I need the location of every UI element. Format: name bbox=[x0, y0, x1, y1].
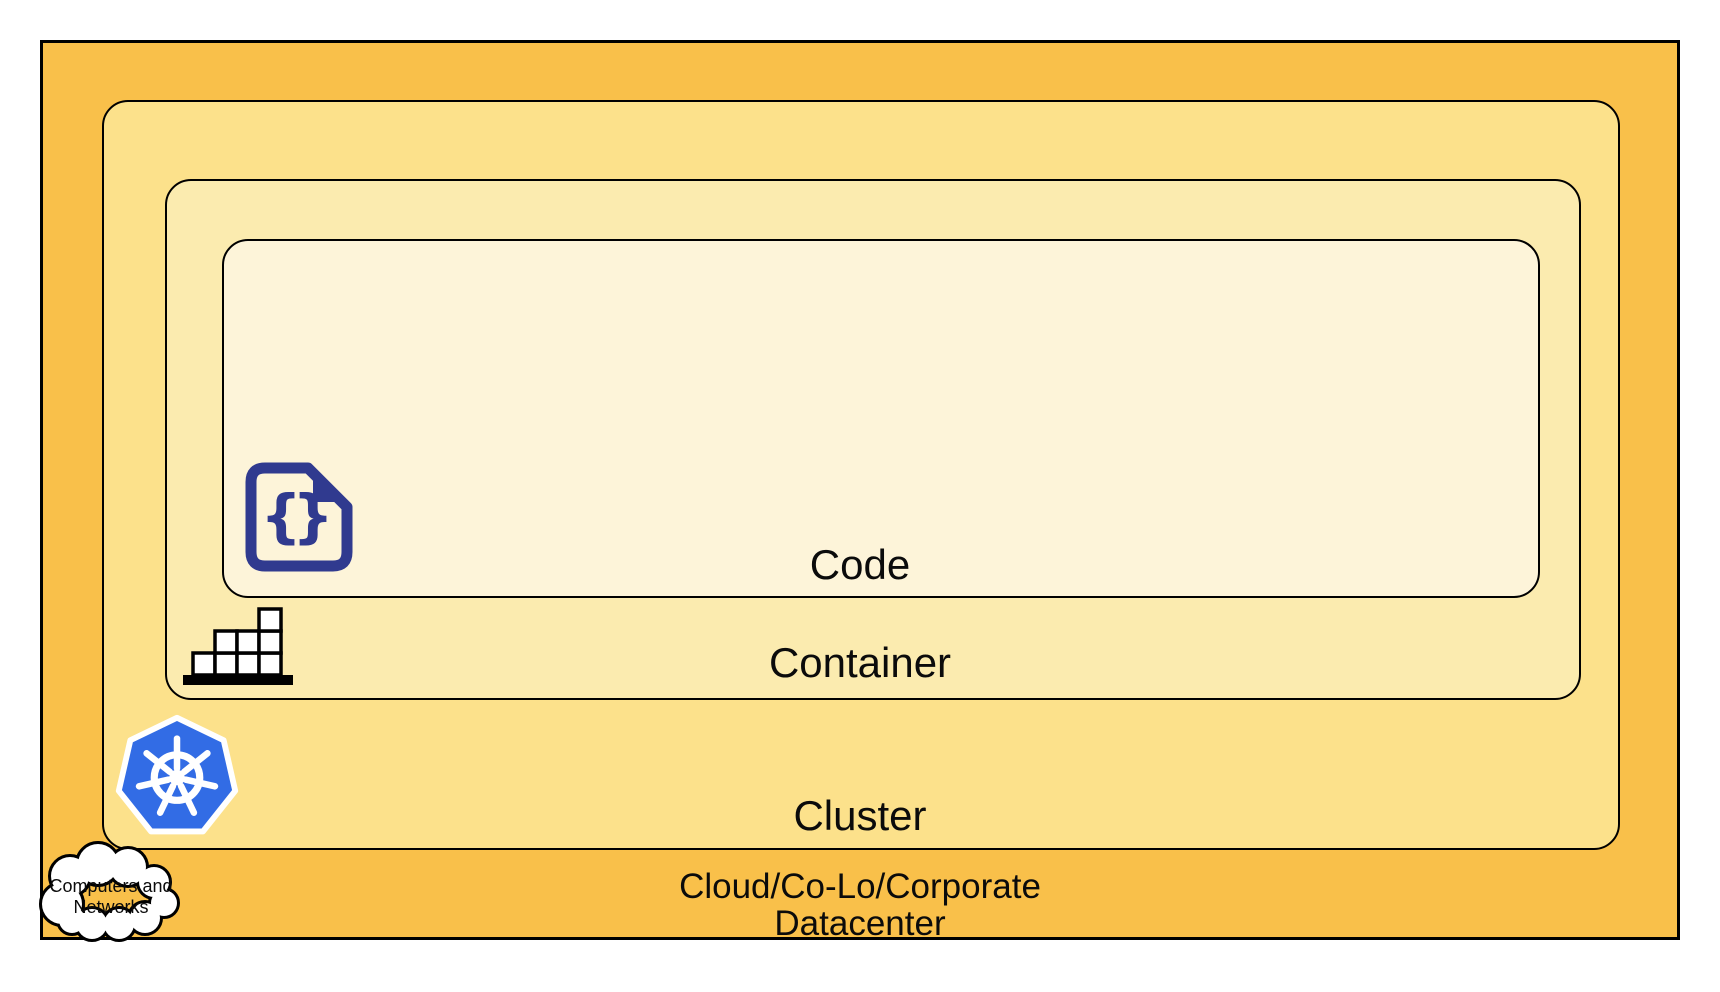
datacenter-label: Cloud/Co-Lo/Corporate Datacenter bbox=[560, 868, 1160, 942]
datacenter-label-line1: Cloud/Co-Lo/Corporate bbox=[679, 867, 1041, 906]
cloud-callout-line2: Networks bbox=[73, 897, 149, 917]
code-file-icon: { } bbox=[245, 462, 353, 572]
computers-networks-cloud-icon bbox=[39, 841, 180, 942]
brace-close-glyph: } bbox=[292, 482, 333, 550]
kubernetes-icon bbox=[115, 714, 239, 835]
layer-code bbox=[222, 239, 1540, 598]
cluster-label: Cluster bbox=[793, 792, 927, 839]
container-boxes-icon bbox=[183, 607, 293, 685]
datacenter-label-line2: Datacenter bbox=[774, 904, 946, 943]
cloud-callout-line1: Computers and bbox=[49, 876, 173, 896]
container-label: Container bbox=[768, 639, 952, 686]
brace-open-glyph: { bbox=[260, 482, 301, 550]
code-label: Code bbox=[809, 541, 911, 588]
cloud-callout-label: Computers and Networks bbox=[41, 876, 181, 918]
